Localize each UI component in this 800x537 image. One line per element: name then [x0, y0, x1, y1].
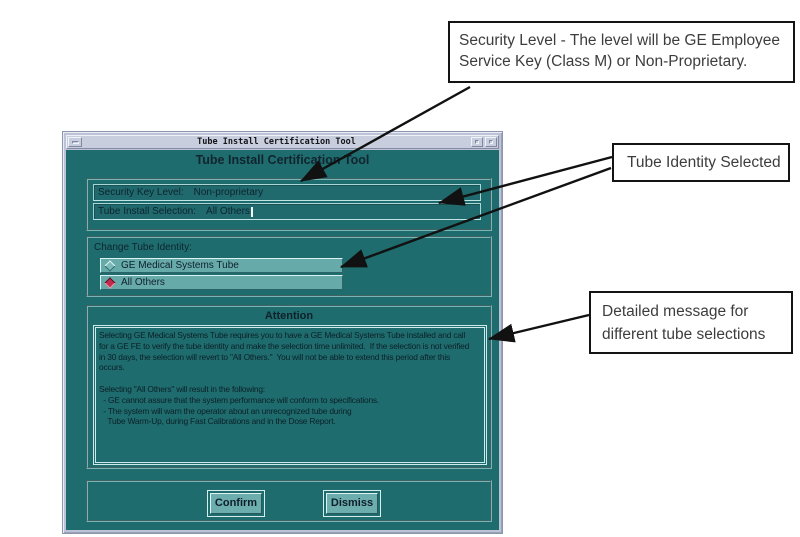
callout-text: Detailed message for [602, 303, 749, 320]
attention-message-box: Selecting GE Medical Systems Tube requir… [93, 325, 487, 465]
radio-label: GE Medical Systems Tube [121, 260, 239, 271]
confirm-button[interactable]: Confirm [210, 493, 262, 514]
callout-tube-identity: Tube Identity Selected [612, 143, 790, 182]
arrow-detail-message [487, 313, 590, 343]
radio-ge-medical-systems-tube[interactable]: GE Medical Systems Tube [100, 258, 343, 273]
window-menu-button[interactable] [68, 137, 82, 147]
confirm-button-plate: Confirm [207, 490, 265, 517]
security-key-level-value: Non-proprietary [193, 187, 264, 198]
callout-text: Tube Identity Selected [627, 153, 781, 171]
callout-text: Service Key (Class M) or Non-Proprietary… [459, 53, 748, 70]
radio-unselected-icon[interactable] [104, 259, 116, 272]
security-key-level-label: Security Key Level: [98, 187, 184, 198]
window-maximize-button[interactable] [485, 137, 497, 147]
radio-label: All Others [121, 277, 165, 288]
message-line: Selecting GE Medical Systems Tube requir… [99, 330, 466, 340]
tube-install-selection-value: All Others [206, 206, 250, 217]
callout-security-level: Security Level - The level will be GE Em… [448, 21, 795, 83]
tube-install-window: Tube Install Certification Tool Tube Ins… [62, 131, 503, 534]
message-line: for a GE FE to verify the tube identity … [99, 340, 470, 351]
radio-selected-icon[interactable] [104, 276, 116, 289]
callout-text: different tube selections [602, 326, 766, 343]
message-line: Selecting "All Others" will result in th… [99, 383, 265, 394]
dismiss-button-plate: Dismiss [323, 490, 381, 517]
window-title: Tube Install Certification Tool [197, 137, 356, 147]
message-line: occurs. [99, 362, 125, 373]
status-fields-group: Security Key Level: Non-proprietary Tube… [86, 178, 492, 231]
tube-install-selection-field[interactable]: Tube Install Selection: All Others [93, 203, 481, 220]
attention-group: Attention Selecting GE Medical Systems T… [86, 305, 492, 469]
attention-message-text: Selecting GE Medical Systems Tube requir… [95, 327, 485, 463]
callout-text: Security Level - The level will be GE Em… [459, 32, 781, 49]
maximize-icon [489, 140, 493, 144]
message-line: Tube Warm-Up, during Fast Calibrations a… [99, 416, 336, 427]
window-content: Tube Install Certification Tool Security… [66, 150, 499, 530]
message-line [99, 373, 482, 384]
message-line: - The system will warn the operator abou… [99, 405, 352, 416]
dismiss-button[interactable]: Dismiss [326, 493, 378, 514]
window-menu-icon [71, 140, 79, 144]
tube-install-selection-label: Tube Install Selection: [98, 206, 197, 217]
change-tube-identity-label: Change Tube Identity: [94, 242, 192, 253]
window-minimize-button[interactable] [471, 137, 483, 147]
button-bar-group: Confirm Dismiss [86, 480, 492, 522]
message-line: - GE cannot assure that the system perfo… [99, 394, 380, 405]
window-titlebar[interactable]: Tube Install Certification Tool [66, 135, 499, 149]
text-cursor [250, 206, 253, 217]
radio-all-others[interactable]: All Others [100, 275, 343, 290]
attention-title: Attention [264, 310, 314, 322]
change-tube-identity-group: Change Tube Identity: GE Medical Systems… [86, 236, 492, 297]
callout-detail-message: Detailed message for different tube sele… [589, 291, 793, 354]
minimize-icon [475, 140, 479, 144]
message-line: in 30 days, the selection will revert to… [99, 351, 450, 362]
security-key-level-field[interactable]: Security Key Level: Non-proprietary [93, 184, 481, 201]
page-title: Tube Install Certification Tool [195, 153, 370, 167]
